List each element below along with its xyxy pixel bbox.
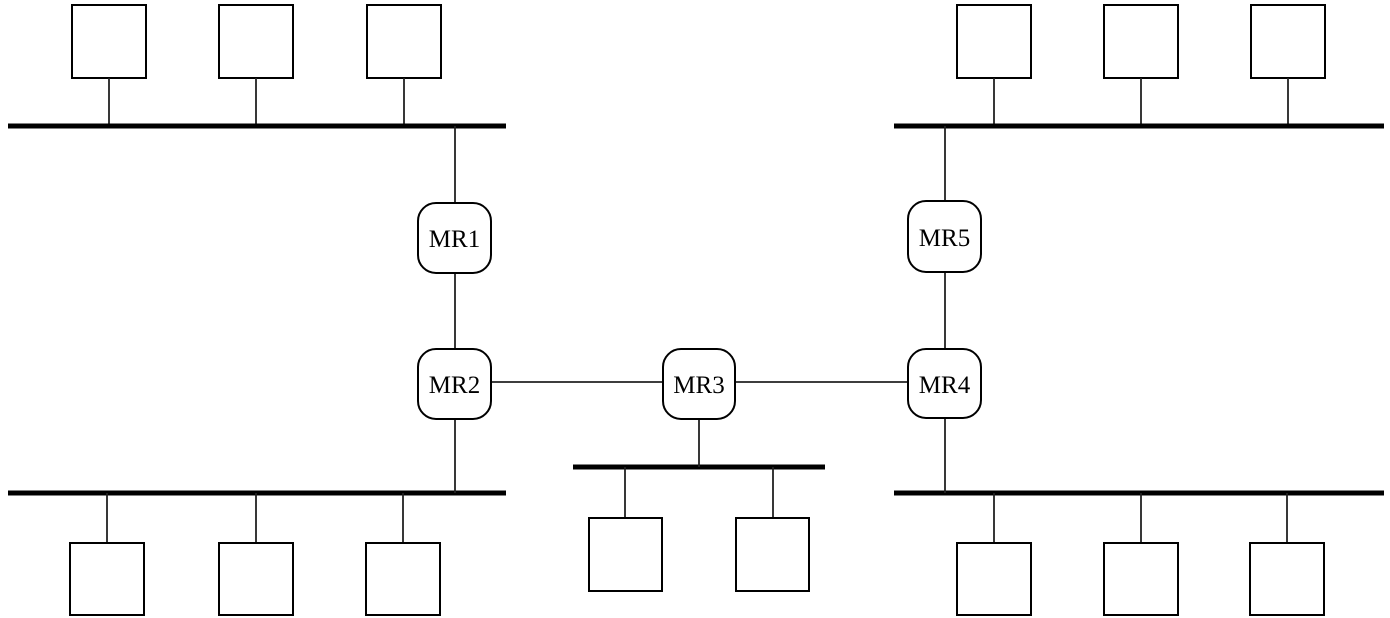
router-node [417,202,492,274]
host-computer [1249,542,1325,616]
host-computer [71,4,147,79]
host-computer [956,4,1032,79]
router-label: MR1 [429,226,480,253]
segment-bottom-left [8,490,506,616]
host-computer [735,517,810,592]
host-computer [1250,4,1326,79]
router-node [417,348,492,420]
router-mr2: MR2 [417,348,492,420]
segment-bottom-right [894,490,1384,616]
router-node [907,348,982,419]
router-node [662,348,736,420]
host-computer [366,4,442,79]
host-computer [365,542,441,616]
router-node [907,200,982,273]
host-computer [588,517,663,592]
router-mr4: MR4 [907,348,982,419]
host-computer [218,542,294,616]
router-mr3: MR3 [662,348,736,420]
router-label: MR3 [673,372,724,399]
host-computer [218,4,294,79]
segment-bottom-center [573,464,825,592]
router-label: MR2 [429,372,480,399]
host-computer [69,542,145,616]
segment-top-right [894,4,1384,129]
router-mr5: MR5 [907,200,982,273]
segment-top-left [8,4,506,129]
router-links [454,126,946,493]
router-label: MR4 [919,372,971,399]
host-computer [956,542,1032,616]
router-label: MR5 [919,225,970,252]
host-computer [1103,542,1179,616]
router-mr1: MR1 [417,202,492,274]
host-computer [1103,4,1179,79]
